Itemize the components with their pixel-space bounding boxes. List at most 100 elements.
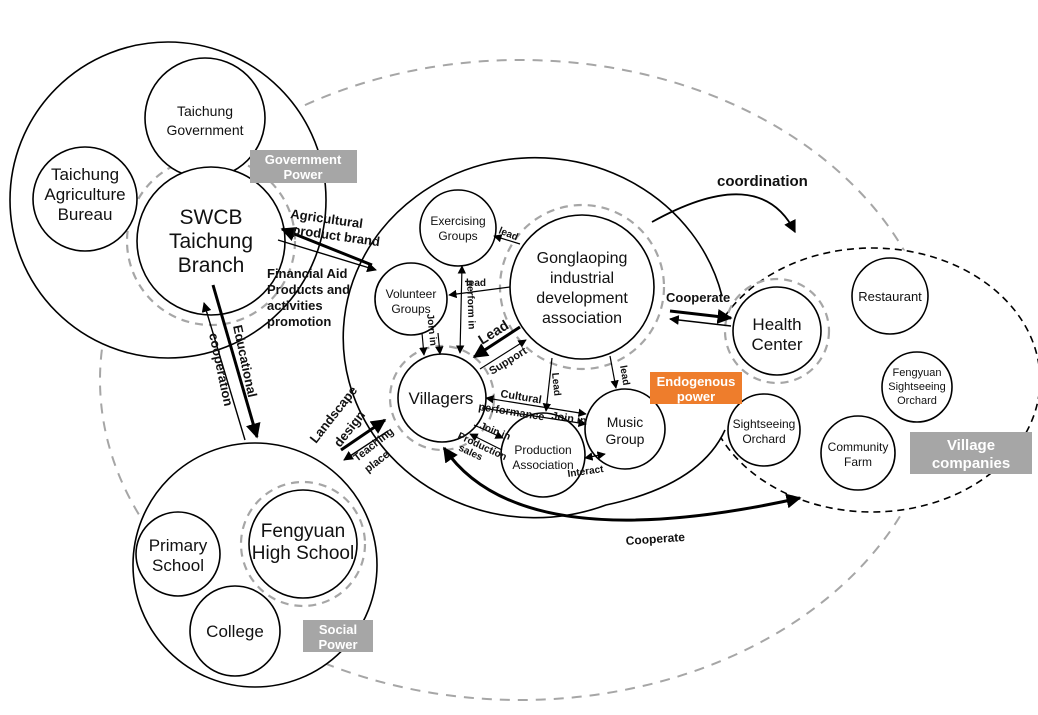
music-group-label: Music Group [606,414,645,447]
label-line: Primary [149,536,208,555]
cooperate-health-arrow-b [669,315,732,327]
agricultural-brand-arrow [280,227,373,267]
government-power-badge: Government Power [250,150,357,183]
label-line: Association [512,458,573,472]
restaurant-node [851,257,929,335]
endogenous-power-badge: Endogenous power [650,372,742,404]
coordination-arrow [651,193,796,234]
community-farm-label: Community Farm [828,440,889,469]
label-line: Community [828,440,889,454]
teaching-place-arrow [343,430,389,461]
coordination-label: coordination [717,173,808,190]
join-in-music-label: Join in [551,410,588,427]
label-line: Group [606,431,645,447]
interact-label: Interact [567,464,605,480]
label-line: Restaurant [858,289,922,304]
lead-exercising-arrow [493,234,521,245]
label-line: Orchard [897,395,937,407]
badge-line: companies [932,455,1010,472]
perform-in-arrow [455,265,467,354]
cooperation-arrow [201,302,246,441]
badge-line: Village [947,437,995,454]
fengyuan-dashed-ring [239,480,367,608]
label-line: Orchard [742,432,785,446]
taichung-agriculture-bureau-node [32,146,138,252]
exercising-groups-node [419,189,497,267]
label-line: Financial Aid [267,266,347,281]
community-farm-node [820,415,896,491]
join-in-volunteer-label: Join in [424,313,438,346]
label-line: Music [607,414,644,430]
label-line: Fengyuan [893,367,942,379]
label-line: Volunteer [386,287,437,301]
taichung-government-label: Taichung Government [166,103,243,138]
gonglaoping-association-label: Gonglaoping industrial development assoc… [536,250,628,327]
swcb-taichung-branch-label: SWCB Taichung Branch [169,206,253,277]
label-line: Branch [178,254,245,277]
college-node [189,585,281,677]
production-sales-arrow [469,433,503,451]
sightseeing-orchard-label: Sightseeing Orchard [733,417,796,446]
health-center-label: Health Center [751,315,802,354]
label-line: Taichung [51,165,119,184]
label-line: Center [751,335,802,354]
label-line: Government [166,122,243,138]
label-line: industrial [550,270,614,287]
label-line: Health [752,315,801,334]
lead-volunteer-label: lead [466,278,486,289]
fengyuan-sightseeing-orchard-node [881,351,953,423]
health-dashed-ring [723,277,831,385]
label-line: Groups [391,302,430,316]
financial-aid-arrow [277,239,377,273]
interact-arrow [584,451,606,461]
label-line: Production [514,443,571,457]
label-line: association [542,310,622,327]
label-line: Taichung [177,103,233,119]
villagers-label: Villagers [409,389,474,408]
cultural-performance-arrow [485,395,587,417]
social-power-badge: Social Power [303,620,373,652]
badge-line: Social [319,622,357,637]
swcb-taichung-branch-node [136,166,286,316]
label-line: High School [252,543,354,564]
label-line: Exercising [430,214,485,228]
fengyuan-high-school-node [248,489,358,599]
badge-line: Power [318,637,357,652]
cooperate-health-label: Cooperate [666,290,730,305]
cooperate-bottom-label: Cooperate [625,530,686,548]
landscape-design-label: Landscape design [307,383,369,450]
badge-line: power [677,389,715,404]
cooperate-health-arrow-a [669,309,733,324]
label-line: promotion [267,314,331,329]
join-in-production-arrow [473,424,504,439]
badge-line: Endogenous [657,374,736,389]
join-in-volunteer-arrow [419,332,428,356]
taichung-agriculture-bureau-label: Taichung Agriculture Bureau [44,165,125,224]
village-companies-badge: Village companies [910,432,1032,474]
label-line: School [152,556,204,575]
gonglaoping-dashed-ring [498,203,666,371]
badge-line: Government [265,152,342,167]
label-line: Villagers [409,389,474,408]
lead-production-label: Lead [549,372,562,396]
primary-school-node [135,511,221,597]
volunteer-groups-label: Volunteer Groups [386,287,437,316]
gonglaoping-association-node [509,214,655,360]
lead-music-arrow [609,355,619,389]
support-arrow [479,339,527,370]
label-line: Farm [844,455,872,469]
label-line: Sightseeing [733,417,796,431]
label-line: Groups [438,229,477,243]
label-line: Products and [267,282,350,297]
fengyuan-high-school-label: Fengyuan High School [252,521,354,564]
landscape-design-arrow [340,418,387,452]
label-line: SWCB [180,206,243,229]
lead-music-label: lead [617,365,631,387]
volunteer-to-villagers-arrow [435,332,444,355]
label-line: activities [267,298,323,313]
educational-arrow [211,284,261,439]
label-line: Gonglaoping [537,250,628,267]
perform-in-label: perform in [464,280,477,330]
health-center-node [732,286,822,376]
